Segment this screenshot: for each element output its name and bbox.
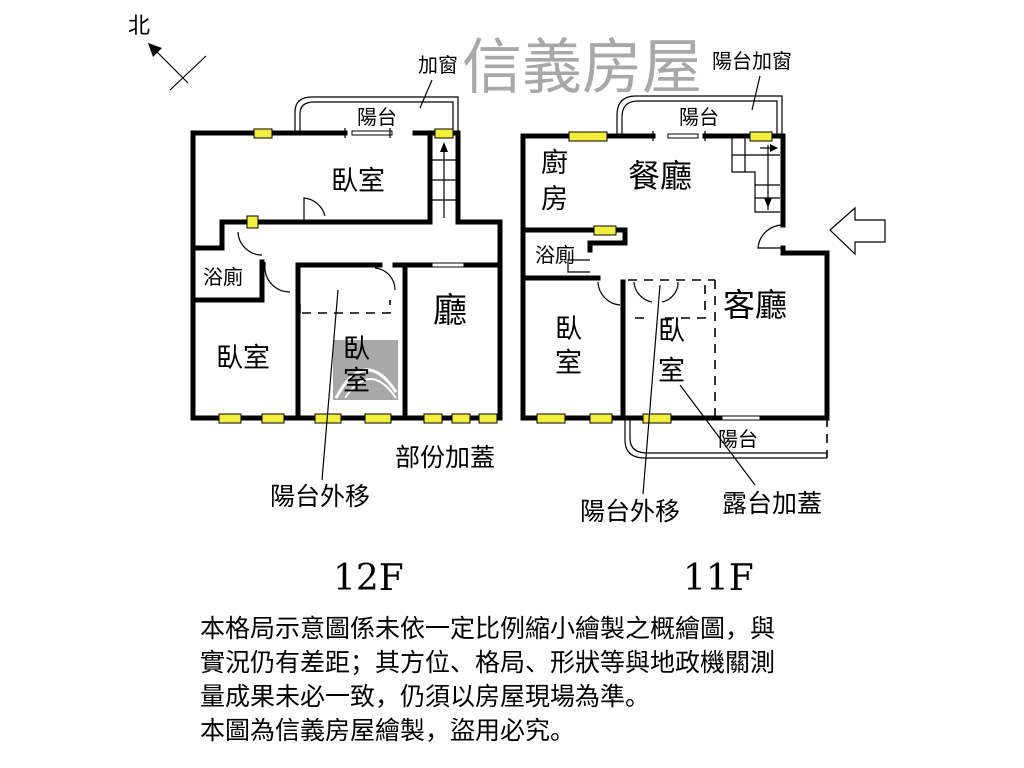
floor-12-plan: 臥室 陽台 浴廁 臥室 臥 室 廳 加窗 部份加蓋 陽台外移 12F bbox=[190, 53, 503, 599]
room-balcony-12f: 陽台 bbox=[357, 105, 397, 129]
room-kitchen-1: 廚 bbox=[541, 148, 568, 179]
room-bedroom-a-2: 室 bbox=[555, 348, 582, 379]
room-kitchen-2: 房 bbox=[541, 184, 568, 215]
room-balcony-bottom-11f: 陽台 bbox=[718, 427, 758, 451]
watermark: 信義房屋 bbox=[333, 33, 702, 400]
room-bedroom-b-2: 室 bbox=[658, 356, 685, 387]
room-bedroom-mid-1: 臥 bbox=[343, 334, 370, 365]
north-label: 北 bbox=[128, 14, 150, 39]
annotation-add-window: 加窗 bbox=[418, 53, 458, 77]
floor-12-title: 12F bbox=[333, 558, 404, 599]
room-bedroom-a-1: 臥 bbox=[555, 314, 582, 345]
room-bath-12f: 浴廁 bbox=[203, 265, 243, 289]
annotation-balcony-add-window: 陽台加窗 bbox=[712, 49, 792, 73]
annotation-partial-addition: 部份加蓋 bbox=[395, 443, 495, 472]
room-balcony-top-11f: 陽台 bbox=[679, 105, 719, 129]
annotation-balcony-moved-out-12f: 陽台外移 bbox=[270, 482, 370, 511]
floor-11-plan: 廚 房 餐廳 陽台 浴廁 臥 室 臥 室 客廳 陽台 陽台加窗 陽台外移 露台加… bbox=[520, 49, 886, 599]
room-bedroom-b-1: 臥 bbox=[658, 316, 685, 347]
floor-11-title: 11F bbox=[683, 558, 754, 599]
disclaimer-line: 實況仍有差距；其方位、格局、形狀等與地政機關測 bbox=[200, 648, 776, 677]
disclaimer-line: 本格局示意圖係未依一定比例縮小繪製之概繪圖，與 bbox=[200, 614, 776, 643]
windows-11f bbox=[536, 131, 773, 424]
disclaimer-line: 量成果未必一致，仍須以房屋現場為準。 bbox=[200, 682, 651, 711]
room-dining: 餐廳 bbox=[628, 157, 692, 195]
annotation-balcony-moved-out-11f: 陽台外移 bbox=[580, 497, 680, 526]
disclaimer-line: 本圖為信義房屋繪製，盜用必究。 bbox=[200, 716, 576, 745]
room-living: 客廳 bbox=[723, 286, 787, 324]
annotation-terrace-addition: 露台加蓋 bbox=[722, 489, 822, 518]
disclaimer: 本格局示意圖係未依一定比例縮小繪製之概繪圖，與 實況仍有差距；其方位、格局、形狀… bbox=[200, 612, 775, 748]
watermark-brand: 信義房屋 bbox=[462, 33, 702, 103]
room-hall: 廳 bbox=[433, 291, 467, 331]
room-bath-11f: 浴廁 bbox=[535, 243, 575, 267]
room-bedroom-mid-2: 室 bbox=[343, 366, 370, 397]
entrance-arrow-icon bbox=[829, 206, 886, 256]
room-bedroom-left: 臥室 bbox=[216, 343, 270, 374]
north-compass: 北 bbox=[128, 14, 207, 91]
room-bedroom-top: 臥室 bbox=[331, 166, 385, 197]
